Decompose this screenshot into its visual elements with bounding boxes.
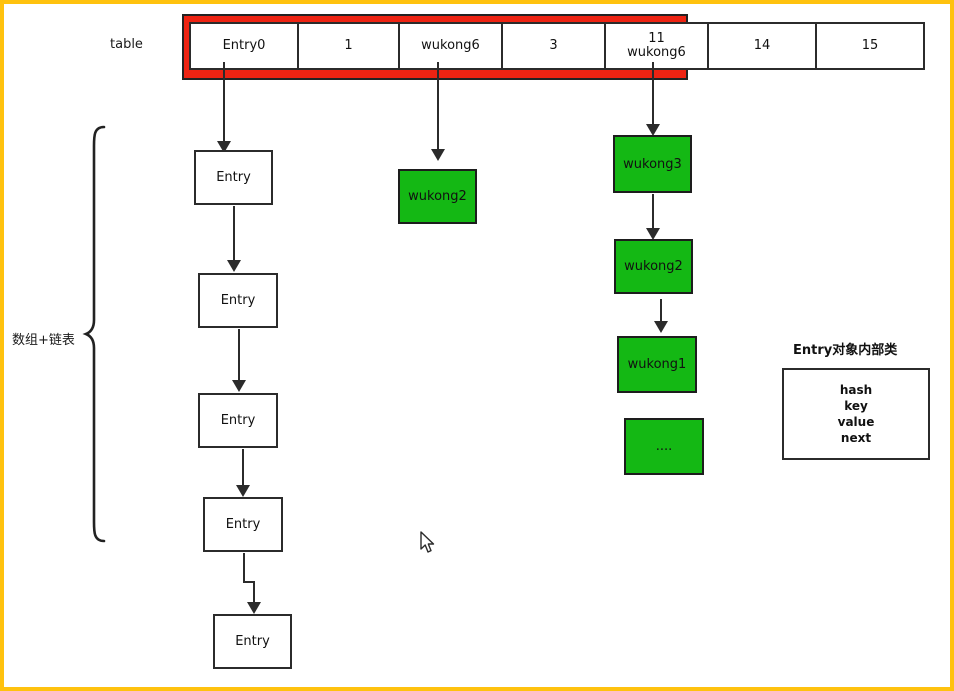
- table-cell-2[interactable]: wukong6: [398, 22, 503, 70]
- connector-entry3-to-entry4-arrowhead: [247, 602, 261, 614]
- connector-cell0-to-entry1-line: [223, 62, 225, 145]
- right-node-wukong1[interactable]: wukong1: [617, 336, 697, 393]
- table-cell-2-line1: wukong6: [421, 37, 480, 53]
- connector-entry0-to-entry1-line: [233, 206, 235, 264]
- right-node-ellipsis-label: ....: [655, 439, 673, 454]
- table-cell-4-line2: wukong6: [627, 45, 686, 60]
- hash-table-cells: Entry0 1 wukong6 3 11 wukong6 14 15: [189, 22, 925, 70]
- entry-node-0[interactable]: Entry: [194, 150, 273, 205]
- entry-node-1[interactable]: Entry: [198, 273, 278, 328]
- connector-entry3-to-entry4-line-lower: [253, 581, 255, 606]
- entry-node-2-label: Entry: [220, 413, 256, 428]
- table-cell-6-line1: 15: [861, 37, 879, 53]
- array-plus-linkedlist-brace: [82, 124, 112, 548]
- table-cell-1-line1: 1: [344, 37, 353, 53]
- entry-class-field-value: value: [837, 415, 875, 429]
- connector-entry1-to-entry2-line: [238, 329, 240, 383]
- table-cell-0[interactable]: Entry0: [189, 22, 299, 70]
- table-cell-6[interactable]: 15: [815, 22, 925, 70]
- connector-wukong3-to-wukong2-arrowhead: [646, 228, 660, 240]
- arrow-pointer-icon: [419, 531, 437, 559]
- right-node-wukong2-label: wukong2: [624, 259, 683, 274]
- right-node-wukong2[interactable]: wukong2: [614, 239, 693, 294]
- connector-wukong3-to-wukong2-line: [652, 194, 654, 232]
- connector-wukong2-to-wukong1-arrowhead: [654, 321, 668, 333]
- connector-cell2-to-wukong2-line: [437, 62, 439, 153]
- middle-node-wukong2[interactable]: wukong2: [398, 169, 477, 224]
- entry-node-4[interactable]: Entry: [213, 614, 292, 669]
- right-node-ellipsis[interactable]: ....: [624, 418, 704, 475]
- connector-cell4-to-wukong3-arrowhead: [646, 124, 660, 136]
- entry-class-title: Entry对象内部类: [793, 343, 898, 358]
- connector-entry2-to-entry3-line: [242, 449, 244, 489]
- connector-cell4-to-wukong3-line: [652, 62, 654, 129]
- connector-entry3-to-entry4-line-upper: [243, 553, 245, 582]
- table-label: table: [110, 37, 143, 52]
- table-cell-5[interactable]: 14: [707, 22, 817, 70]
- entry-node-3-label: Entry: [225, 517, 261, 532]
- right-node-wukong1-label: wukong1: [627, 357, 687, 372]
- table-cell-3-line1: 3: [549, 37, 558, 53]
- entry-class-box: hash key value next: [782, 368, 930, 460]
- entry-node-0-label: Entry: [216, 170, 251, 185]
- right-node-wukong3[interactable]: wukong3: [613, 135, 692, 193]
- table-cell-0-line1: Entry0: [222, 37, 266, 53]
- entry-node-1-label: Entry: [220, 293, 256, 308]
- table-cell-4-line1: 11: [648, 30, 665, 46]
- connector-entry3-to-entry4-line-step: [243, 581, 255, 583]
- middle-node-wukong2-label: wukong2: [408, 189, 467, 204]
- entry-class-field-key: key: [844, 398, 868, 413]
- connector-entry2-to-entry3-arrowhead: [236, 485, 250, 497]
- table-cell-4[interactable]: 11 wukong6: [604, 22, 709, 70]
- entry-node-3[interactable]: Entry: [203, 497, 283, 552]
- entry-class-field-next: next: [840, 431, 872, 446]
- connector-cell2-to-wukong2-arrowhead: [431, 149, 445, 161]
- entry-class-field-hash: hash: [839, 382, 873, 397]
- brace-label: 数组+链表: [12, 333, 75, 348]
- connector-entry0-to-entry1-arrowhead: [227, 260, 241, 272]
- table-cell-1[interactable]: 1: [297, 22, 400, 70]
- table-cell-5-line1: 14: [753, 37, 771, 53]
- table-cell-3[interactable]: 3: [501, 22, 606, 70]
- connector-entry1-to-entry2-arrowhead: [232, 380, 246, 392]
- right-node-wukong3-label: wukong3: [623, 156, 682, 172]
- entry-node-2[interactable]: Entry: [198, 393, 278, 448]
- connector-wukong2-to-wukong1-line: [660, 299, 662, 325]
- entry-node-4-label: Entry: [235, 634, 270, 649]
